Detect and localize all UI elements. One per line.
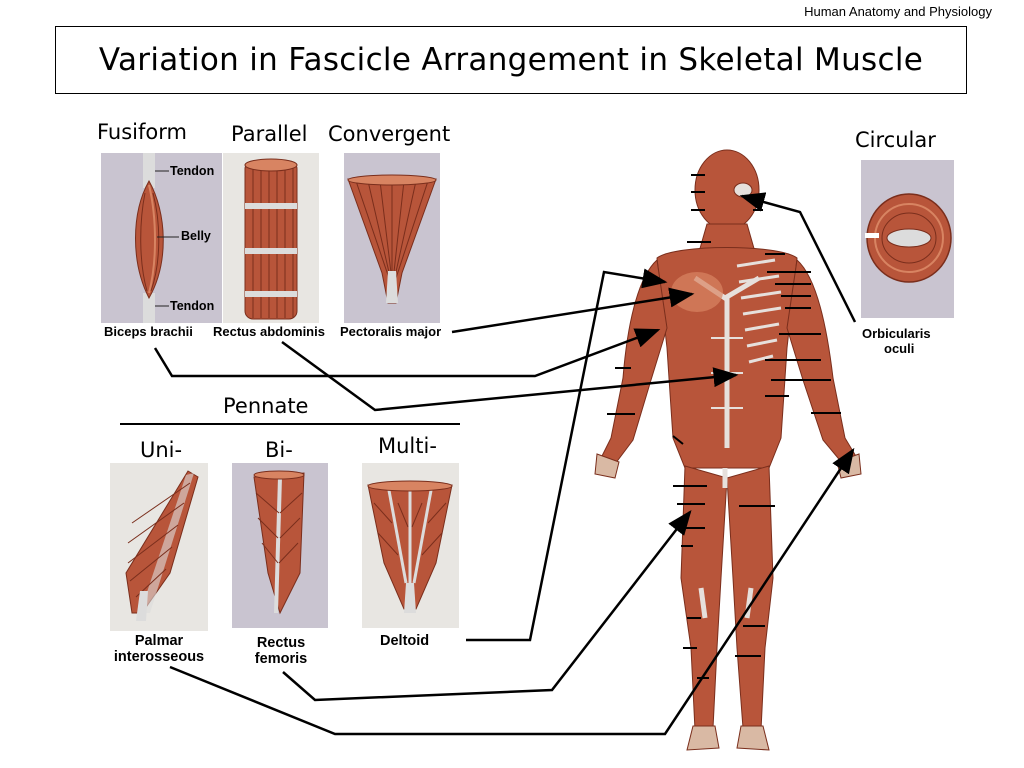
palmar-label-2: interosseous (113, 649, 205, 665)
label-pennate: Pennate (223, 394, 309, 418)
label-circular: Circular (855, 128, 936, 152)
unipennate-muscle-illustration (110, 463, 208, 631)
tendon-top-label: Tendon (170, 164, 215, 178)
label-bipennate: Bi- (265, 438, 293, 462)
label-unipennate: Uni- (140, 438, 183, 462)
human-muscle-figure (594, 149, 862, 751)
belly-label: Belly (181, 229, 211, 243)
course-header: Human Anatomy and Physiology (804, 4, 992, 19)
circular-muscle-illustration (861, 160, 954, 318)
parallel-muscle-illustration (223, 153, 319, 323)
pectoralis-major-label: Pectoralis major (340, 324, 442, 339)
rectus-femoris-label-2: femoris (254, 651, 308, 667)
convergent-muscle-illustration (344, 153, 440, 323)
bipennate-muscle-illustration (232, 463, 328, 628)
rectus-femoris-label-1: Rectus (256, 635, 306, 651)
page-title: Variation in Fascicle Arrangement in Ske… (98, 42, 924, 78)
palmar-label-1: Palmar (134, 633, 184, 649)
pennate-divider (120, 423, 460, 425)
title-box: Variation in Fascicle Arrangement in Ske… (55, 26, 967, 94)
label-multipennate: Multi- (378, 434, 437, 458)
tendon-bottom-label: Tendon (170, 299, 215, 313)
biceps-brachii-label: Biceps brachii (104, 324, 193, 339)
deltoid-label: Deltoid (380, 633, 430, 649)
orbicularis-label-2: oculi (884, 341, 915, 356)
fusiform-muscle-illustration (101, 153, 222, 323)
label-convergent: Convergent (328, 122, 451, 146)
label-parallel: Parallel (231, 122, 308, 146)
label-fusiform: Fusiform (97, 120, 187, 144)
orbicularis-label-1: Orbicularis (862, 326, 931, 341)
rectus-abdominis-label: Rectus abdominis (213, 324, 325, 339)
multipennate-muscle-illustration (362, 463, 459, 628)
